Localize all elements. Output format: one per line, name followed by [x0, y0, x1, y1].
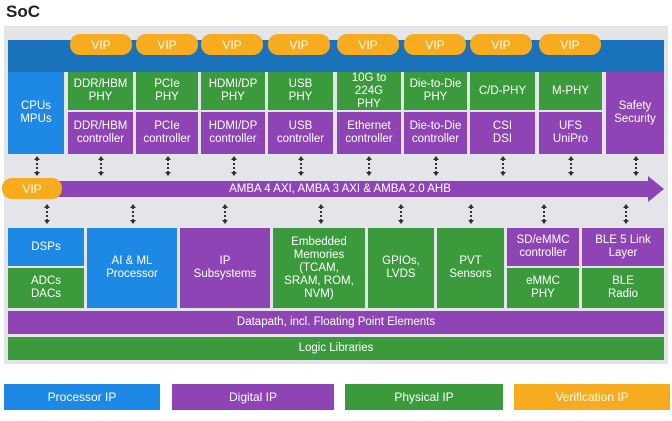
phy-die-to-die: Die-to-Die PHY [404, 72, 467, 110]
vip-pill-4: VIP [268, 34, 330, 55]
connector-top-10 [633, 156, 639, 176]
phy-ddr-hbm: DDR/HBM PHY [68, 72, 133, 110]
legend-physical-ip: Physical IP [345, 384, 503, 410]
cpus-mpus-block: CPUs MPUs [8, 72, 64, 154]
phy-hdmi-dp: HDMI/DP PHY [201, 72, 265, 110]
connector-bottom-4 [318, 204, 324, 224]
ai-ml-processor-block: AI & ML Processor [87, 228, 177, 308]
ufs-unipro-block: UFS UniPro [539, 112, 602, 154]
connector-bottom-5 [398, 204, 404, 224]
phy-usb: USB PHY [268, 72, 333, 110]
gpios-lvds-block: GPIOs, LVDS [368, 228, 434, 308]
vip-pill-5: VIP [337, 34, 399, 55]
connector-top-7 [433, 156, 439, 176]
vip-pill-6: VIP [404, 34, 466, 55]
embedded-memories-block: Embedded Memories (TCAM, SRAM, ROM, NVM) [273, 228, 365, 308]
safety-security-block: Safety Security [606, 72, 664, 154]
connector-bottom-2 [130, 204, 136, 224]
legend-digital-ip: Digital IP [172, 384, 334, 410]
adcs-dacs-block: ADCs DACs [8, 268, 84, 308]
connector-top-9 [568, 156, 574, 176]
connector-top-6 [366, 156, 372, 176]
connector-top-1 [34, 156, 40, 176]
connector-bottom-6 [468, 204, 474, 224]
connector-bottom-7 [541, 204, 547, 224]
vip-bus-pill: VIP [2, 178, 62, 199]
phy-10g-224g: 10G to 224G PHY [337, 72, 401, 110]
dsps-block: DSPs [8, 228, 84, 266]
phy-m: M-PHY [539, 72, 602, 110]
emmc-phy-block: eMMC PHY [507, 268, 579, 308]
sd-emmc-controller-block: SD/eMMC controller [507, 228, 579, 266]
vip-pill-7: VIP [470, 34, 532, 55]
connector-bottom-3 [222, 204, 228, 224]
vip-pill-3: VIP [201, 34, 263, 55]
ble-link-layer-block: BLE 5 Link Layer [582, 228, 664, 266]
csi-dsi-block: CSI DSI [470, 112, 535, 154]
logic-libraries-block: Logic Libraries [8, 337, 664, 360]
pvt-sensors-block: PVT Sensors [437, 228, 504, 308]
phy-c-d: C/D-PHY [470, 72, 535, 110]
connector-top-4 [231, 156, 237, 176]
legend-processor-ip: Processor IP [4, 384, 160, 410]
amba-bus-label: AMBA 4 AXI, AMBA 3 AXI & AMBA 2.0 AHB [229, 182, 451, 195]
ble-radio-block: BLE Radio [582, 268, 664, 308]
controller-hdmi-dp: HDMI/DP controller [201, 112, 265, 154]
phy-pcie: PCIe PHY [136, 72, 198, 110]
datapath-block: Datapath, incl. Floating Point Elements [8, 311, 664, 334]
connector-top-3 [165, 156, 171, 176]
connector-top-8 [500, 156, 506, 176]
vip-pill-1: VIP [70, 34, 132, 55]
connector-bottom-1 [44, 204, 50, 224]
controller-ddr-hbm: DDR/HBM controller [68, 112, 133, 154]
legend-verification-ip: Verification IP [514, 384, 670, 410]
connector-top-2 [98, 156, 104, 176]
controller-pcie: PCIe controller [136, 112, 198, 154]
connector-top-5 [298, 156, 304, 176]
controller-usb: USB controller [268, 112, 333, 154]
vip-pill-8: VIP [539, 34, 601, 55]
controller-ethernet: Ethernet controller [337, 112, 401, 154]
amba-bus-shape [6, 176, 664, 202]
ip-subsystems-block: IP Subsystems [180, 228, 270, 308]
controller-die-to-die: Die-to-Die controller [404, 112, 467, 154]
connector-bottom-8 [623, 204, 629, 224]
diagram-title: SoC [6, 2, 40, 21]
vip-pill-2: VIP [136, 34, 198, 55]
